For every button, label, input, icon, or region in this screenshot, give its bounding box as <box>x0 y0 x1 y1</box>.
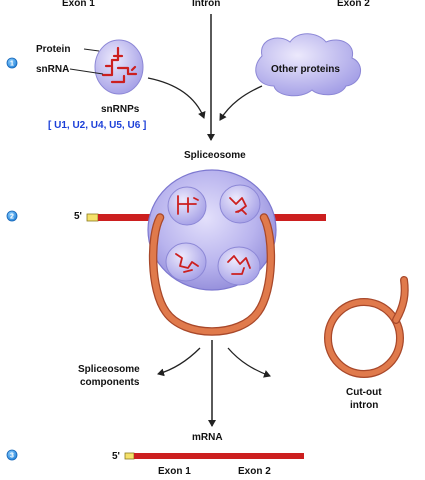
five-prime-cap <box>86 213 99 222</box>
cutout-intron-label-line2: intron <box>350 400 378 411</box>
mrna-exon2-label: Exon 2 <box>238 466 271 477</box>
header-exon2-label: Exon 2 <box>337 0 370 9</box>
proteins-to-spliceosome-arrow-icon <box>219 85 263 121</box>
spliceosome-components-label-line1: Spliceosome <box>78 364 140 375</box>
header-exon1-label: Exon 1 <box>62 0 95 9</box>
step3-marker: 3 <box>6 449 18 461</box>
snrnps-label: snRNPs <box>101 104 140 115</box>
step2-marker: 2 <box>6 210 18 222</box>
step-number-circle-icon <box>6 210 18 222</box>
snrna-squiggle-icon <box>101 46 138 84</box>
exon2-strand <box>262 214 326 221</box>
cutout-intron-label-line1: Cut-out <box>346 387 382 398</box>
spliceosome-label: Spliceosome <box>184 150 246 161</box>
mrna-strand <box>134 453 304 459</box>
step1-marker: 1 <box>6 57 18 69</box>
step3-number: 3 <box>10 453 14 460</box>
cut-out-intron-lariat <box>324 276 409 378</box>
step1-number: 1 <box>10 61 14 68</box>
components-release-arrow-icon <box>157 347 201 377</box>
snrnp-particle <box>94 39 144 95</box>
step-number-circle-icon <box>6 449 18 461</box>
spliceosome-components-label-line2: components <box>80 377 140 388</box>
protein-label: Protein <box>36 44 70 55</box>
five-prime-top-label: 5' <box>74 211 82 222</box>
intron-release-arrow-icon <box>227 347 271 378</box>
snrnp-list-label: [ U1, U2, U4, U5, U6 ] <box>48 120 146 131</box>
mrna-cap <box>124 452 135 460</box>
mrna-label: mRNA <box>192 432 223 443</box>
snrna-squiggle-icon <box>175 195 251 275</box>
five-prime-bottom-label: 5' <box>112 451 120 462</box>
intron-loop <box>150 214 274 335</box>
header-intron-label: Intron <box>192 0 220 9</box>
exon1-strand <box>98 214 162 221</box>
mrna-exon1-label: Exon 1 <box>158 466 191 477</box>
spliceosome-subunits <box>165 184 261 286</box>
other-proteins-label: Other proteins <box>271 64 340 75</box>
step2-number: 2 <box>10 214 14 221</box>
snrna-label: snRNA <box>36 64 69 75</box>
other-proteins-blob <box>255 33 361 97</box>
step-number-circle-icon <box>6 57 18 69</box>
snrnp-to-spliceosome-arrow-icon <box>147 77 206 119</box>
